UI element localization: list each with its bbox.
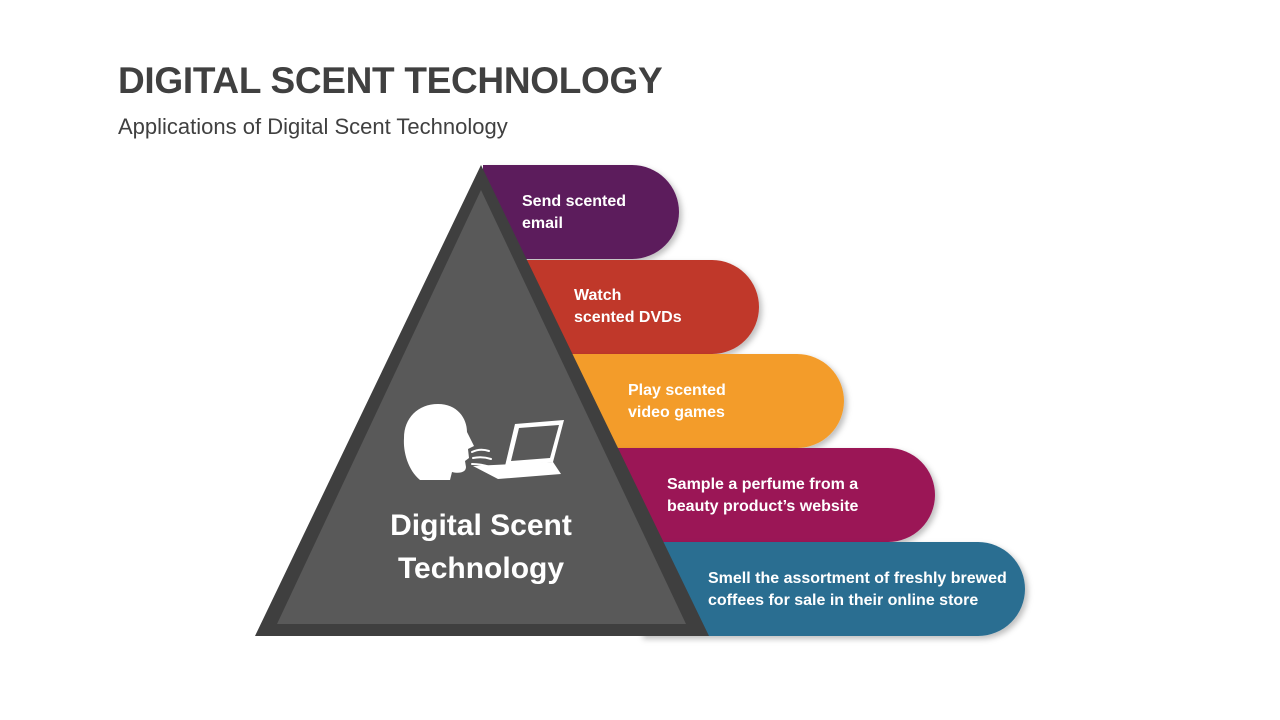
band-5-line1: Smell the assortment of freshly brewed (708, 570, 1007, 587)
band-4-line1: Sample a perfume from a (667, 476, 858, 493)
center-label-line2: Technology (398, 552, 564, 585)
head-silhouette-icon (403, 404, 474, 480)
band-5-shape (640, 542, 1025, 636)
band-2: Watch scented DVDs (520, 260, 759, 354)
page-subtitle: Applications of Digital Scent Technology (118, 114, 508, 139)
band-3-shape (560, 354, 844, 448)
band-4: Sample a perfume from a beauty product’s… (600, 448, 935, 542)
band-1: Send scented email (483, 165, 679, 259)
laptop-icon (473, 420, 564, 479)
band-3: Play scented video games (560, 354, 844, 448)
band-5: Smell the assortment of freshly brewed c… (640, 542, 1025, 636)
band-1-shape (483, 165, 679, 259)
pyramid-inner (277, 190, 686, 624)
band-2-shape (520, 260, 759, 354)
band-3-line1: Play scented (628, 382, 726, 399)
center-label-line1: Digital Scent (390, 509, 572, 542)
band-4-shape (600, 448, 935, 542)
band-4-line2: beauty product’s website (667, 498, 859, 515)
band-2-line2: scented DVDs (574, 309, 682, 326)
page-title: DIGITAL SCENT TECHNOLOGY (118, 60, 663, 101)
band-3-line2: video games (628, 404, 725, 421)
band-2-line1: Watch (574, 287, 621, 304)
band-1-line2: email (522, 215, 563, 232)
band-5-line2: coffees for sale in their online store (708, 592, 978, 609)
band-1-line1: Send scented (522, 193, 626, 210)
